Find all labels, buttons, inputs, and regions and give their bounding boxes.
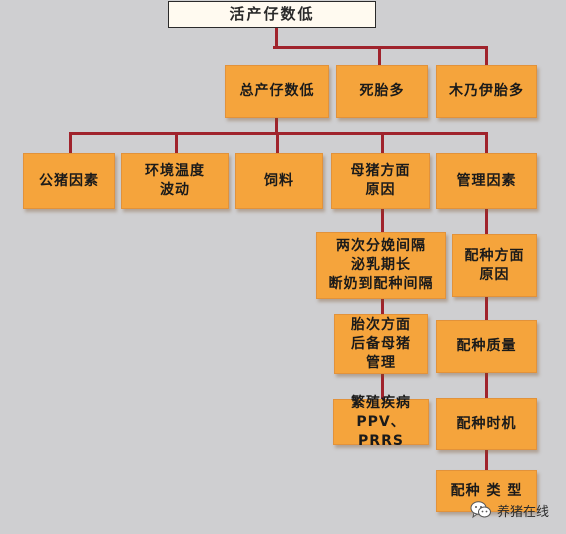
node-breeding-reasons: 配种方面 原因 (452, 234, 537, 297)
connector-sow-chain (381, 208, 384, 405)
node-mummy-fetus-many: 木乃伊胎多 (436, 65, 537, 118)
node-label: 环境温度 波动 (145, 163, 205, 198)
connector-total-down (275, 118, 278, 134)
node-label: 管理因素 (456, 172, 517, 189)
node-breeding-quality: 配种质量 (436, 320, 537, 373)
node-parity-gilt-management: 胎次方面 后备母猪 管理 (334, 314, 428, 374)
node-boar-factor: 公猪因素 (23, 153, 115, 209)
node-label: 木乃伊胎多 (449, 83, 524, 99)
connector-to-feed (276, 132, 279, 154)
node-label: 胎次方面 后备母猪 管理 (351, 316, 411, 371)
node-label: 母猪方面 原因 (350, 163, 411, 198)
node-temperature-fluctuation: 环境温度 波动 (121, 153, 229, 209)
node-reproductive-disease: 繁殖疾病 PPV、PRRS (333, 395, 429, 449)
node-farrowing-interval: 两次分娩间隔 泌乳期长 断奶到配种间隔 (316, 232, 446, 299)
connector-to-dead-fetus (378, 46, 381, 66)
connector-root-down (275, 26, 278, 48)
node-label: 配种方面 原因 (464, 247, 525, 283)
root-node: 活产仔数低 (168, 1, 376, 28)
node-label: 饲料 (264, 172, 294, 189)
node-label: 配种质量 (456, 338, 517, 354)
node-breeding-timing: 配种时机 (436, 398, 537, 450)
node-feed: 饲料 (235, 153, 323, 209)
connector-to-management (485, 132, 488, 154)
node-dead-fetus-many: 死胎多 (336, 65, 428, 118)
node-management-factor: 管理因素 (436, 153, 537, 209)
watermark-text: 养猪在线 (497, 504, 550, 520)
node-sow-factor: 母猪方面 原因 (331, 153, 430, 209)
connector-to-temperature (175, 132, 178, 154)
node-label: 两次分娩间隔 泌乳期长 断奶到配种间隔 (328, 238, 434, 292)
node-total-born-low: 总产仔数低 (225, 65, 329, 118)
connector-to-sow (381, 132, 384, 154)
connector-to-boar (69, 132, 72, 154)
node-label: 配种 类 型 (450, 482, 523, 499)
node-label: 繁殖疾病 PPV、PRRS (351, 394, 411, 449)
node-label: 配种时机 (456, 415, 517, 432)
node-label: 死胎多 (359, 83, 405, 99)
node-label: 公猪因素 (39, 172, 99, 189)
connector-to-mummy (485, 46, 488, 66)
root-label: 活产仔数低 (229, 5, 315, 23)
node-label: 总产仔数低 (239, 83, 315, 99)
wechat-icon (470, 501, 491, 519)
watermark: 养猪在线 (470, 495, 566, 525)
